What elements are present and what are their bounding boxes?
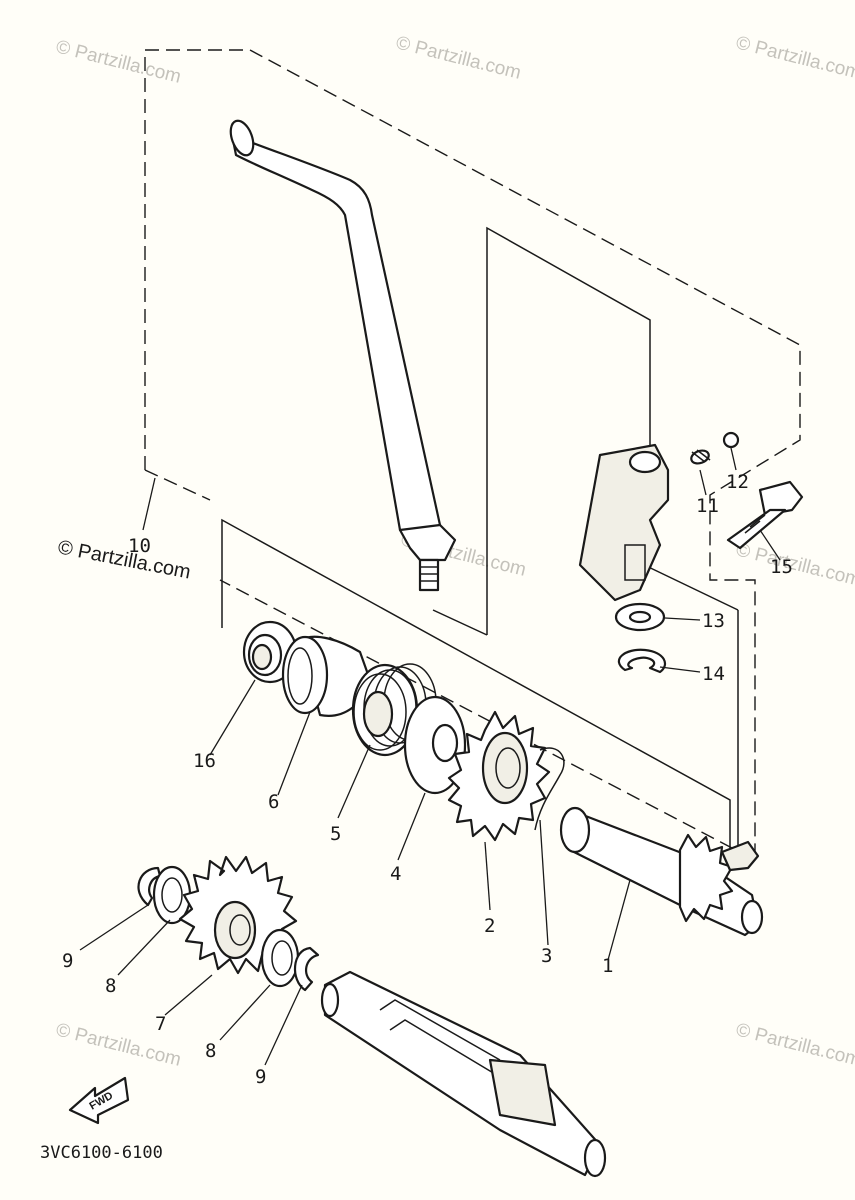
callout-9: 9 bbox=[62, 950, 73, 972]
watermark: © Partzilla.com bbox=[734, 32, 855, 83]
callout-16: 16 bbox=[193, 750, 216, 772]
callouts: 10 11 12 15 13 14 16 6 5 4 2 3 1 9 8 7 8… bbox=[62, 471, 793, 1088]
callout-1: 1 bbox=[602, 955, 613, 977]
watermark-dark: © Partzilla.com bbox=[56, 536, 192, 583]
washer-right bbox=[260, 928, 300, 988]
thrust-washer bbox=[403, 695, 467, 795]
callout-15: 15 bbox=[770, 556, 793, 578]
diagram-code: 3VC6100-6100 bbox=[40, 1143, 163, 1163]
circlip-right bbox=[293, 946, 320, 992]
callout-8: 8 bbox=[105, 975, 116, 997]
spring-guide bbox=[281, 635, 372, 717]
watermark: © Partzilla.com bbox=[734, 539, 855, 590]
watermark: © Partzilla.com bbox=[734, 1019, 855, 1070]
callout-13: 13 bbox=[702, 610, 725, 632]
callout-12: 12 bbox=[726, 471, 749, 493]
callout-9: 9 bbox=[255, 1066, 266, 1088]
circlip-left bbox=[137, 866, 162, 907]
callout-5: 5 bbox=[330, 823, 341, 845]
watermark: © Partzilla.com bbox=[54, 36, 183, 87]
callout-14: 14 bbox=[702, 663, 725, 685]
assembly-bracket bbox=[221, 518, 731, 850]
kick-axle bbox=[559, 806, 764, 937]
small-spring bbox=[690, 449, 711, 465]
callout-11: 11 bbox=[696, 495, 719, 517]
fwd-arrow-icon: FWD bbox=[68, 1076, 130, 1125]
lever-guide-line bbox=[432, 609, 488, 636]
callout-3: 3 bbox=[541, 945, 552, 967]
washer bbox=[614, 602, 666, 632]
leader-lines bbox=[79, 447, 781, 1066]
kick-lever bbox=[229, 119, 457, 592]
callout-4: 4 bbox=[390, 863, 401, 885]
callout-8: 8 bbox=[205, 1040, 216, 1062]
assembly-outline-left bbox=[144, 469, 211, 501]
bolt bbox=[726, 480, 804, 550]
callout-2: 2 bbox=[484, 915, 495, 937]
watermark: © Partzilla.com bbox=[394, 32, 523, 83]
circlip bbox=[617, 648, 667, 674]
ball bbox=[722, 431, 740, 449]
ratchet-gear bbox=[447, 710, 551, 842]
callout-6: 6 bbox=[268, 791, 279, 813]
assembly-bracket-top bbox=[486, 226, 651, 635]
ratchet-clip bbox=[534, 747, 565, 831]
assembly-outline bbox=[144, 49, 801, 862]
main-shaft bbox=[320, 970, 607, 1178]
callout-7: 7 bbox=[155, 1013, 166, 1035]
lever-guide-line bbox=[637, 561, 739, 611]
torsion-spring bbox=[351, 663, 437, 757]
callout-10: 10 bbox=[128, 535, 151, 557]
kick-boss bbox=[578, 443, 670, 602]
